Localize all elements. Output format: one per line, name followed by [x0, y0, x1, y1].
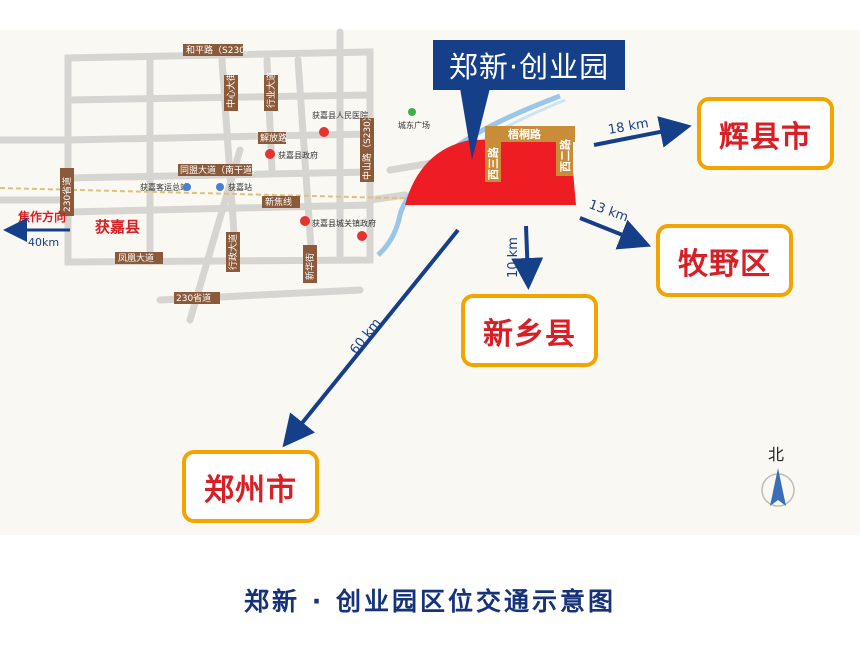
city-box-muye: 牧野区	[656, 224, 793, 297]
road-label-xingzheng: 行政大道	[227, 234, 239, 270]
wutong-road-bar	[485, 126, 575, 142]
huixian-distance: 18 km	[607, 116, 650, 138]
xinxiang-distance: 10 km	[506, 237, 521, 278]
road-label-zhongshan: 中山路（S230）	[361, 112, 373, 180]
railway	[0, 187, 471, 201]
poi-gov: 获嘉县政府	[278, 150, 318, 160]
road-label-fenghuang: 凤凰大道	[118, 252, 154, 264]
poi-town-gov: 获嘉县城关镇政府	[312, 218, 376, 228]
poi-bus-station: 获嘉客运总站	[140, 182, 188, 192]
map-caption: 郑新 · 创业园区位交通示意图	[244, 587, 616, 616]
road-label-zhongxin: 中心大街	[225, 72, 237, 108]
poi-hospital: 获嘉县人民医院	[312, 110, 368, 120]
road-label-tongmeng: 同盟大道（南干道）	[180, 164, 261, 176]
road-label-230-bottom: 230省道	[176, 292, 211, 304]
park-callout: 郑新·创业园	[433, 40, 625, 90]
bus-station-icon	[183, 183, 191, 191]
jiaozuo-direction-label: 焦作方向	[17, 209, 66, 224]
county-label: 获嘉县	[95, 218, 140, 236]
road-label-xinhua: 新华街	[304, 253, 316, 280]
city-box-zhengzhou: 郑州市	[182, 450, 319, 523]
xisan-road-bar	[485, 142, 501, 182]
poi-square: 城东广场	[398, 120, 430, 130]
hospital-icon-right	[357, 231, 367, 241]
hospital-icon	[319, 127, 329, 137]
road-label-230-left: 230省道	[61, 177, 73, 212]
train-station-icon	[216, 183, 224, 191]
road-label-wutong: 梧桐路	[508, 127, 542, 141]
jiaozuo-distance: 40km	[28, 236, 59, 249]
road-label-heping: 和平路（S230）	[186, 44, 254, 56]
road-label-xingye: 行业大道	[265, 72, 277, 108]
city-box-xinxiang: 新乡县	[461, 294, 598, 367]
square-icon	[408, 108, 416, 116]
compass-north-label: 北	[768, 445, 784, 464]
compass-arrow-icon	[770, 468, 786, 506]
town-gov-star-icon	[300, 216, 310, 226]
road-label-xinjiao: 新焦线	[265, 196, 292, 208]
road-label-xisan: 西三路	[486, 146, 500, 180]
city-box-huixian: 辉县市	[697, 97, 834, 170]
huixian-arrow	[593, 116, 692, 148]
road-label-jiefang: 解放路	[260, 132, 287, 144]
gov-star-icon	[265, 149, 275, 159]
xinxiang-arrow	[511, 225, 544, 290]
zhengzhou-arrow	[282, 228, 460, 448]
muye-arrow	[579, 216, 652, 250]
poi-train-station: 获嘉站	[228, 182, 252, 192]
callout-pointer	[460, 88, 490, 160]
road-label-xier: 西二路	[558, 138, 572, 172]
xier-road-bar	[556, 128, 573, 176]
